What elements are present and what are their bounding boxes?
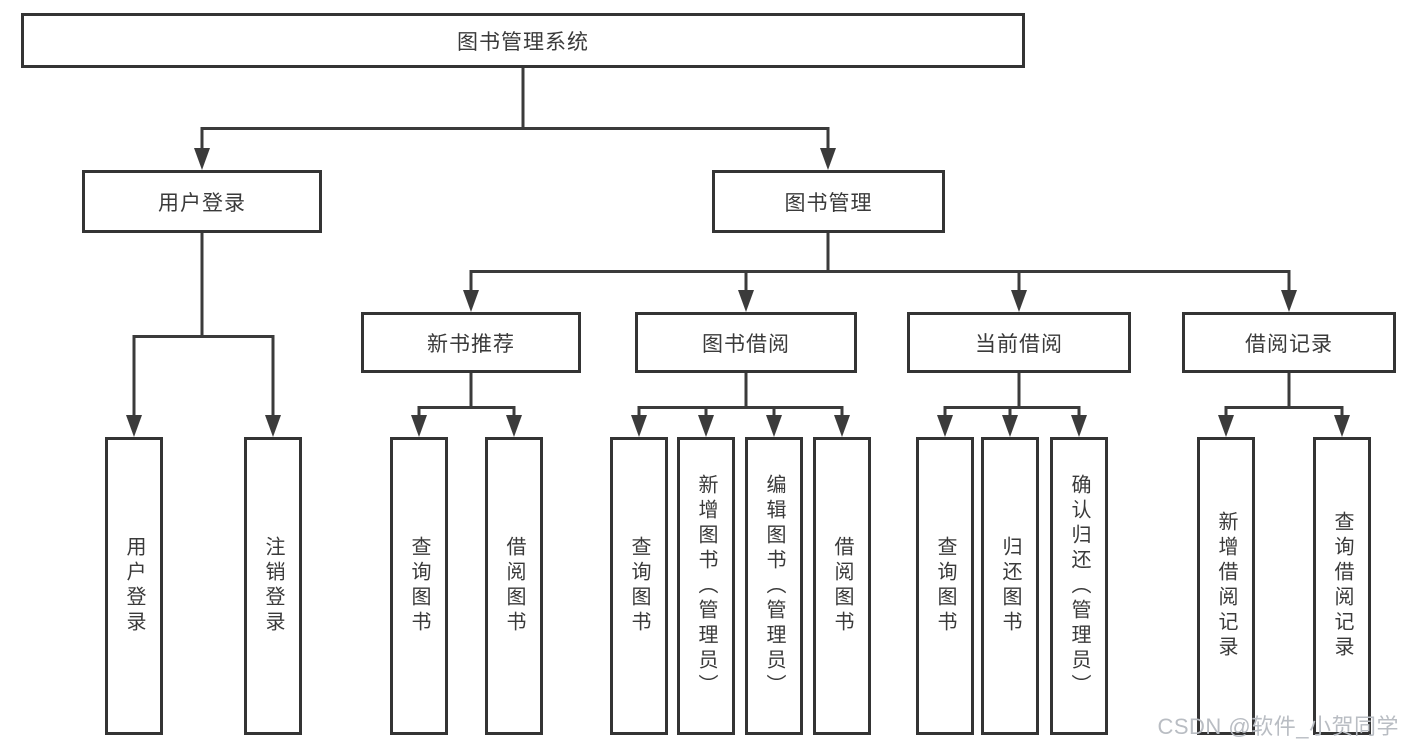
leaf-query-borrow-record: 查询借阅记录 <box>1313 437 1371 735</box>
node-root-system: 图书管理系统 <box>21 13 1025 68</box>
node-current-borrowing: 当前借阅 <box>907 312 1131 373</box>
leaf-user-login: 用户登录 <box>105 437 163 735</box>
node-label: 用户登录 <box>158 191 246 215</box>
arrow-down-icon <box>1281 290 1297 312</box>
connector-newbooks-to-leaves <box>417 373 516 420</box>
leaf-add-borrow-record: 新增借阅记录 <box>1197 437 1255 735</box>
node-label: 查询图书 <box>934 536 956 636</box>
arrow-down-icon <box>834 415 850 437</box>
leaf-confirm-return-admin: 确认归还（管理员） <box>1050 437 1108 735</box>
node-label: 图书借阅 <box>702 332 790 356</box>
connector-bookmgmt-to-level3 <box>469 233 1291 293</box>
arrow-down-icon <box>738 290 754 312</box>
arrow-down-icon <box>698 415 714 437</box>
leaf-logout: 注销登录 <box>244 437 302 735</box>
arrow-down-icon <box>463 290 479 312</box>
node-label: 图书管理系统 <box>457 30 589 54</box>
arrow-down-icon <box>937 415 953 437</box>
arrow-down-icon <box>1002 415 1018 437</box>
node-label: 查询借阅记录 <box>1331 511 1353 661</box>
node-label: 当前借阅 <box>975 332 1063 356</box>
arrow-down-icon <box>1011 290 1027 312</box>
arrow-down-icon <box>1071 415 1087 437</box>
node-label: 图书管理 <box>784 191 873 215</box>
arrow-down-icon <box>411 415 427 437</box>
arrow-down-icon <box>820 148 836 170</box>
node-book-borrowing: 图书借阅 <box>635 312 857 373</box>
node-label: 借阅记录 <box>1245 332 1333 356</box>
node-book-management: 图书管理 <box>712 170 945 233</box>
node-label: 新增图书（管理员） <box>695 473 717 699</box>
node-label: 确认归还（管理员） <box>1068 473 1090 699</box>
leaf-borrow-books-borrowing: 借阅图书 <box>813 437 871 735</box>
arrow-down-icon <box>194 148 210 170</box>
node-label: 借阅图书 <box>831 536 853 636</box>
node-label: 查询图书 <box>408 536 430 636</box>
arrow-down-icon <box>1334 415 1350 437</box>
arrow-down-icon <box>126 415 142 437</box>
node-borrow-records: 借阅记录 <box>1182 312 1396 373</box>
connector-bookborrow-to-leaves <box>637 373 844 420</box>
node-label: 查询图书 <box>628 536 650 636</box>
leaf-query-books-borrowing: 查询图书 <box>610 437 668 735</box>
node-label: 借阅图书 <box>503 536 525 636</box>
leaf-edit-books-admin: 编辑图书（管理员） <box>745 437 803 735</box>
connector-root-to-level2 <box>200 68 830 152</box>
arrow-down-icon <box>265 415 281 437</box>
connector-borrowrecords-to-leaves <box>1224 373 1344 420</box>
arrow-down-icon <box>1218 415 1234 437</box>
leaf-query-books-current: 查询图书 <box>916 437 974 735</box>
node-user-login: 用户登录 <box>82 170 322 233</box>
node-label: 新增借阅记录 <box>1215 511 1237 661</box>
node-label: 归还图书 <box>999 536 1021 636</box>
arrow-down-icon <box>631 415 647 437</box>
connector-userlogin-to-leaves <box>132 233 275 418</box>
node-label: 新书推荐 <box>427 332 515 356</box>
arrow-down-icon <box>766 415 782 437</box>
leaf-return-books: 归还图书 <box>981 437 1039 735</box>
leaf-borrow-books-recommend: 借阅图书 <box>485 437 543 735</box>
node-label: 用户登录 <box>123 536 145 636</box>
arrow-down-icon <box>506 415 522 437</box>
leaf-add-books-admin: 新增图书（管理员） <box>677 437 735 735</box>
leaf-query-books-recommend: 查询图书 <box>390 437 448 735</box>
node-new-book-recommend: 新书推荐 <box>361 312 581 373</box>
node-label: 注销登录 <box>262 536 284 636</box>
connector-currentborrow-to-leaves <box>943 373 1081 420</box>
node-label: 编辑图书（管理员） <box>763 473 785 699</box>
